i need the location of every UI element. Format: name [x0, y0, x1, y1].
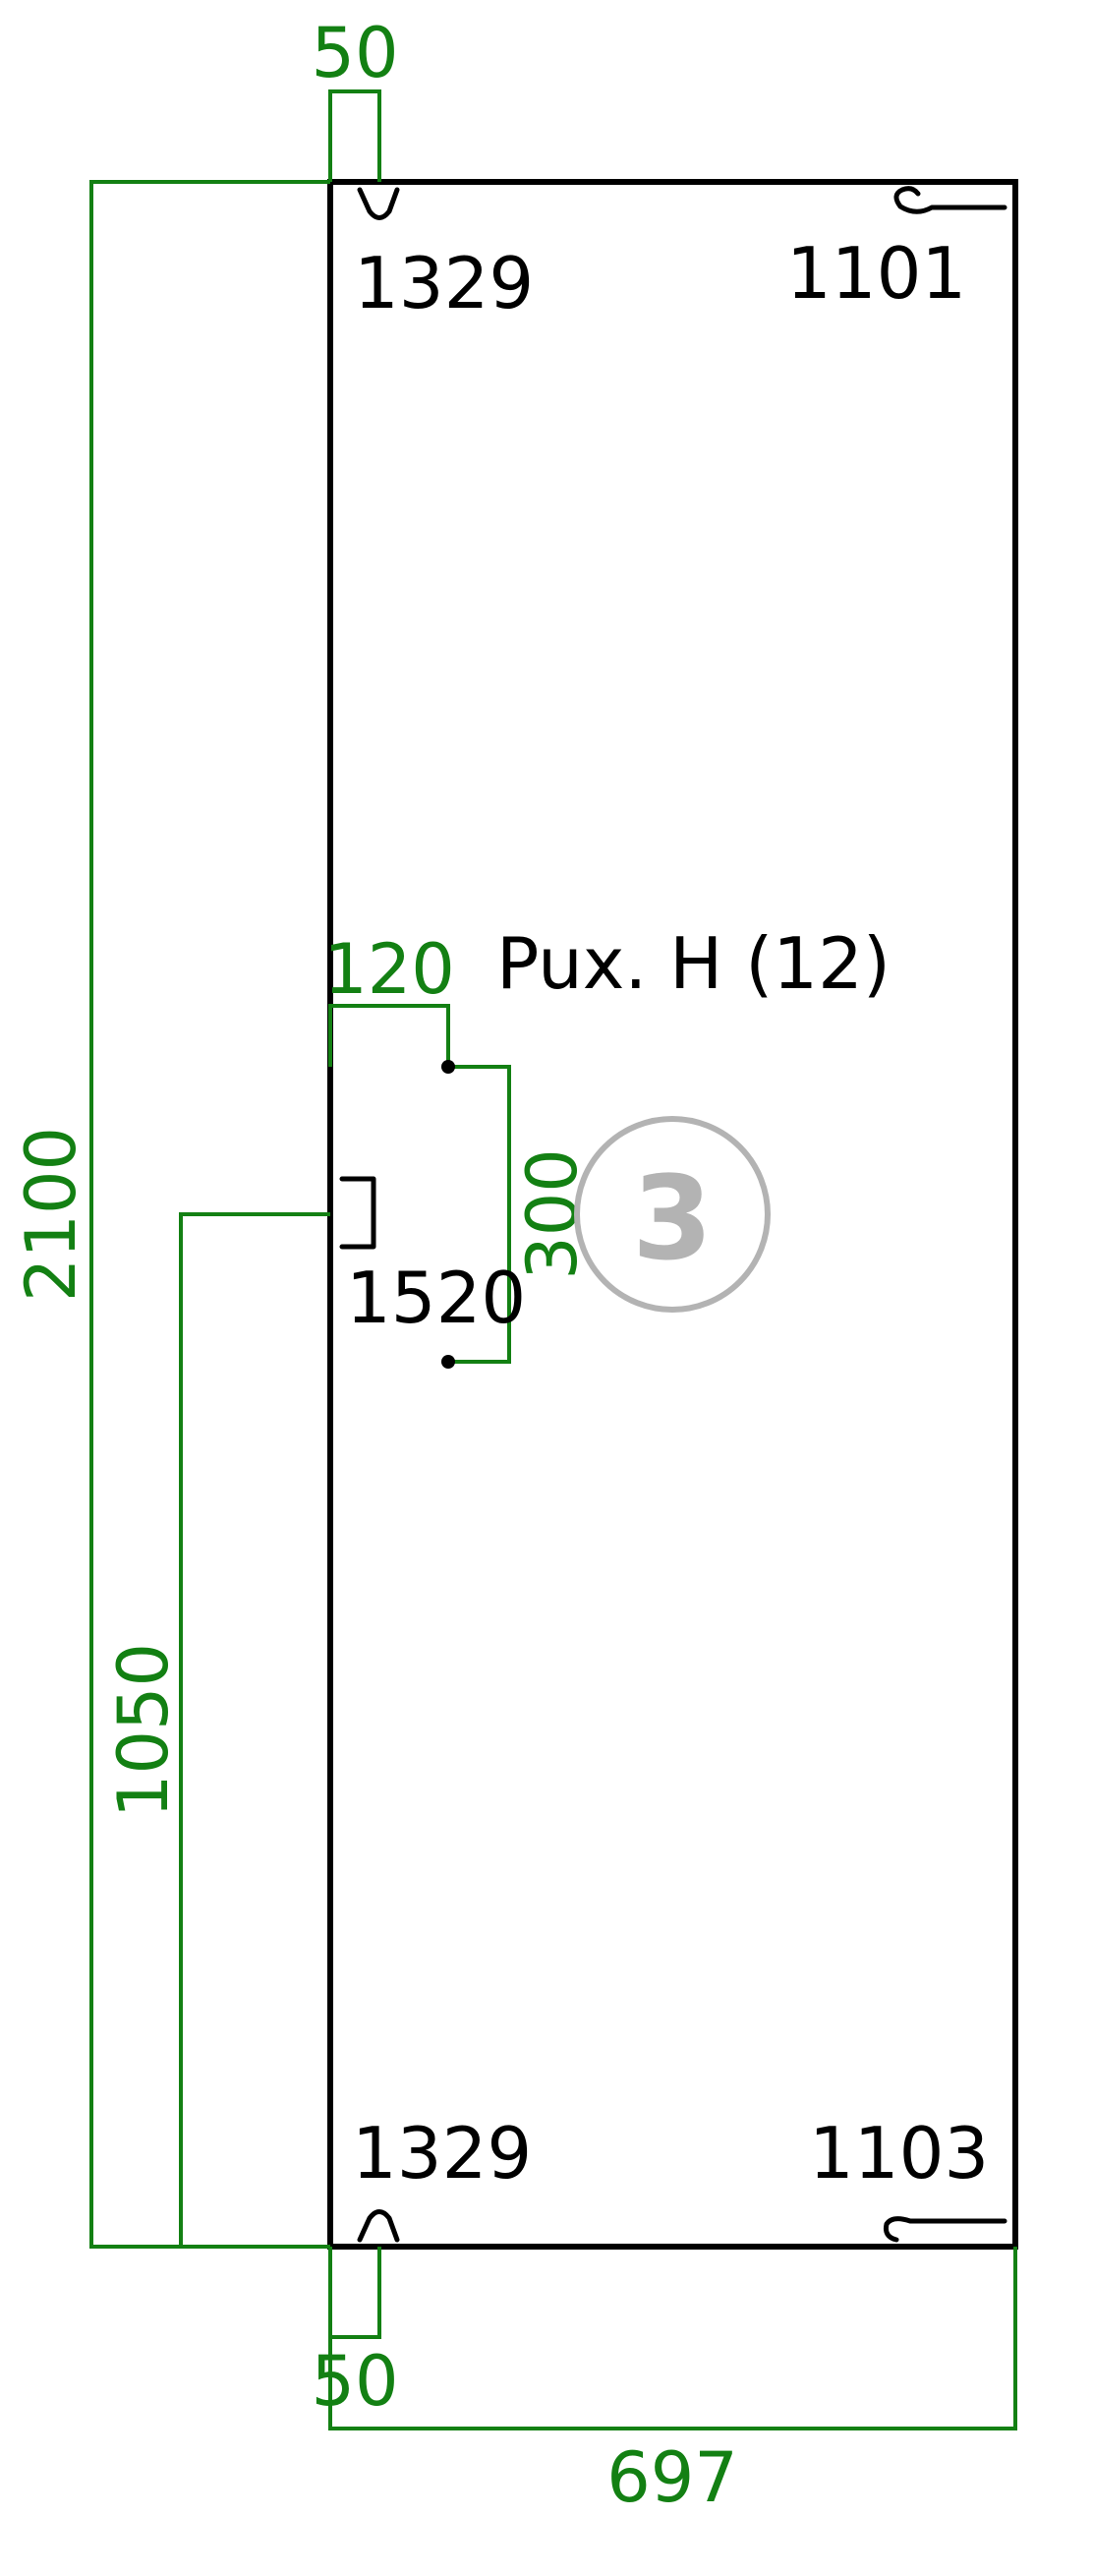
- hinge-hole-bottom-marker: [441, 1355, 455, 1369]
- dim-bottom-width-text: 50: [311, 2341, 398, 2422]
- top-left-hinge-symbol: [357, 187, 400, 220]
- dim-top-width-line: [328, 89, 381, 182]
- dim-total-width-text: 697: [606, 2437, 738, 2518]
- dim-handle-height-line: [179, 1212, 330, 2247]
- dim-handle-height-text: 1050: [103, 1643, 184, 1818]
- top-left-code-label: 1329: [354, 242, 534, 324]
- dim-total-height-line: [89, 180, 330, 2249]
- dim-total-height-text: 2100: [11, 1127, 91, 1302]
- bottom-left-hinge-symbol: [357, 2209, 400, 2243]
- dim-hinge-offset-line: [328, 1004, 450, 1067]
- badge-circle: [574, 1116, 771, 1313]
- hinge-hole-top-marker: [441, 1060, 455, 1074]
- dim-bottom-width-line: [328, 2247, 381, 2339]
- bottom-right-hook-symbol: [884, 2216, 1007, 2243]
- dim-top-width-text: 50: [311, 13, 398, 93]
- panel-title-label: Pux. H (12): [496, 922, 891, 1005]
- badge-number: 3: [632, 1150, 713, 1286]
- dim-hole-spacing-line: [448, 1065, 511, 1364]
- handle-bracket-symbol: [339, 1176, 376, 1250]
- dim-hinge-offset-text: 120: [323, 929, 455, 1010]
- bottom-left-code-label: 1329: [352, 2112, 532, 2195]
- top-right-code-label: 1101: [786, 232, 966, 315]
- bottom-right-code-label: 1103: [809, 2112, 989, 2195]
- top-right-hook-symbol: [893, 186, 1007, 214]
- dim-total-width-line: [328, 2247, 1017, 2430]
- handle-code-label: 1520: [346, 1257, 526, 1339]
